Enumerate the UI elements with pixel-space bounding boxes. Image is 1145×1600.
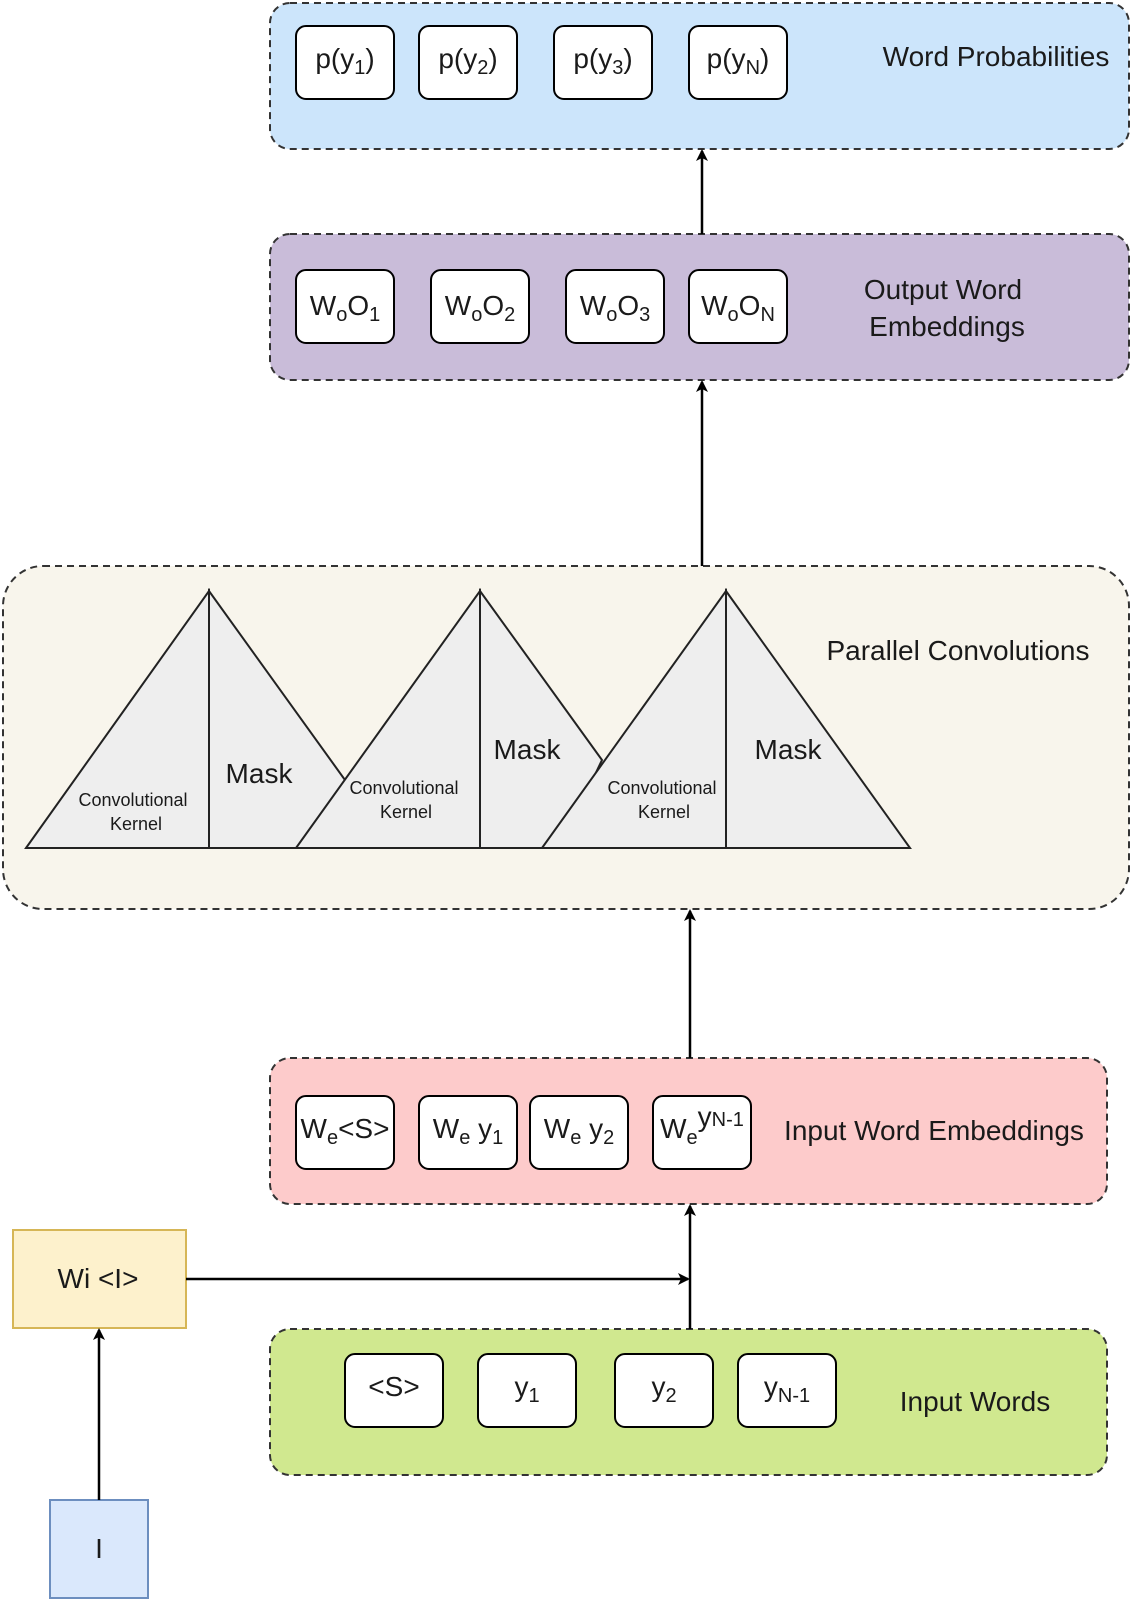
conv-kernel-1-label-line1: Convolutional [78,790,187,810]
output-embeddings-group: Output Word Embeddings WoO1 WoO2 WoO3 Wo… [269,233,1130,381]
word-probabilities-group: Word Probabilities p(y1) p(y2) p(y3) p(y… [269,2,1130,150]
output-token-1: WoO1 [295,269,395,344]
svg-text:WoO3: WoO3 [580,290,650,326]
conv-mask-3-label: Mask [755,734,823,765]
input-embed-token-2: We y1 [418,1095,518,1170]
image-feature-box [13,1230,186,1328]
svg-text:p(y1): p(y1) [315,43,374,79]
input-embed-token-n: WeyN-1 [652,1095,752,1170]
conv-mask-2-label: Mask [494,734,562,765]
input-word-token-n: yN-1 [737,1353,837,1428]
input-embed-token-3: We y2 [529,1095,629,1170]
svg-text:We y2: We y2 [544,1113,614,1149]
output-token-2: WoO2 [430,269,530,344]
svg-text:We y1: We y1 [433,1113,503,1149]
output-token-3: WoO3 [565,269,665,344]
conv-mask-1-label: Mask [226,758,294,789]
prob-token-2: p(y2) [418,25,518,100]
svg-text:<S>: <S> [368,1371,419,1402]
image-feature-label: Wi <I> [58,1263,139,1294]
svg-text:WeyN-1: WeyN-1 [660,1101,744,1149]
conv-kernel-2-label-line1: Convolutional [349,778,458,798]
conv-mask-3-half [725,587,912,849]
svg-text:y2: y2 [651,1371,676,1407]
output-token-n: WoON [688,269,788,344]
svg-text:p(yN): p(yN) [707,43,770,79]
output-embeddings-label-line2: Embeddings [869,311,1025,342]
conv-kernel-2: Convolutional Kernel Mask [294,587,604,849]
svg-text:p(y2): p(y2) [438,43,497,79]
svg-text:p(y3): p(y3) [573,43,632,79]
input-word-token-1: <S> [344,1353,444,1428]
input-word-token-2: y1 [477,1353,577,1428]
svg-text:WoO2: WoO2 [445,290,515,326]
conv-kernel-1: Convolutional Kernel Mask [24,587,347,849]
conv-kernel-3-label-line2: Kernel [638,802,690,822]
input-word-token-3: y2 [614,1353,714,1428]
input-embeddings-label: Input Word Embeddings [784,1115,1084,1146]
svg-text:y1: y1 [514,1371,539,1407]
input-words-group: Input Words <S> y1 y2 yN-1 [269,1328,1108,1476]
svg-text:We<S>: We<S> [301,1113,390,1149]
svg-text:WoON: WoON [701,290,775,326]
conv-kernel-3: Convolutional Kernel Mask [540,587,912,849]
image-input-node: I [49,1499,149,1599]
conv-kernel-2-label-line2: Kernel [380,802,432,822]
input-embeddings-group: Input Word Embeddings We<S> We y1 We y2 … [269,1057,1108,1205]
input-embed-token-1: We<S> [295,1095,395,1170]
image-input-label: I [95,1533,103,1564]
word-probabilities-label: Word Probabilities [883,41,1110,72]
input-words-label: Input Words [900,1386,1050,1417]
conv-kernel-3-label-line1: Convolutional [607,778,716,798]
prob-token-n: p(yN) [688,25,788,100]
svg-text:yN-1: yN-1 [764,1371,810,1407]
parallel-convolutions-label: Parallel Convolutions [826,635,1089,666]
conv-kernel-1-label-line2: Kernel [110,814,162,834]
svg-text:WoO1: WoO1 [310,290,380,326]
image-feature-node: Wi <I> [12,1229,187,1329]
prob-token-1: p(y1) [295,25,395,100]
parallel-convolutions-group: Parallel Convolutions Convolutional Kern… [2,565,1130,910]
output-embeddings-label-line1: Output Word [864,274,1022,305]
image-input-box [50,1500,148,1598]
prob-token-3: p(y3) [553,25,653,100]
